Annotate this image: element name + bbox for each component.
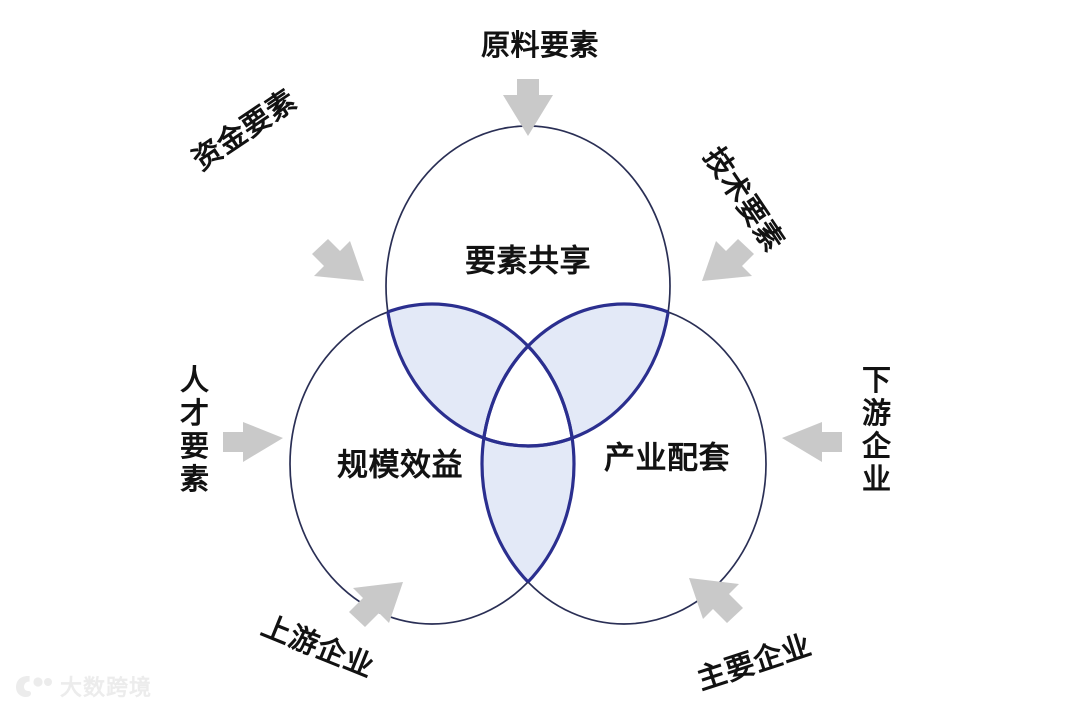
arrows — [223, 79, 842, 627]
watermark: 大数跨境 — [14, 670, 152, 702]
logo-mark-icon — [16, 676, 52, 697]
arrow-up-left-icon — [689, 578, 743, 623]
arrow-down-right-icon — [312, 239, 364, 281]
overlap-outlines — [384, 302, 672, 624]
input-label-left: 人才要素 — [180, 365, 210, 497]
arrow-up-right-icon — [349, 582, 403, 627]
circle-label-top: 要素共享 — [465, 243, 591, 279]
arrow-left-icon — [782, 422, 842, 462]
arrow-down-left-icon — [702, 239, 754, 281]
arrow-down-icon — [503, 79, 553, 136]
circle-label-right: 产业配套 — [604, 440, 730, 476]
arrow-right-icon — [223, 422, 283, 462]
circle-label-left: 规模效益 — [337, 447, 463, 483]
watermark-text: 大数跨境 — [60, 675, 153, 700]
input-label-right: 下游企业 — [862, 365, 892, 497]
input-label-top: 原料要素 — [480, 30, 600, 62]
